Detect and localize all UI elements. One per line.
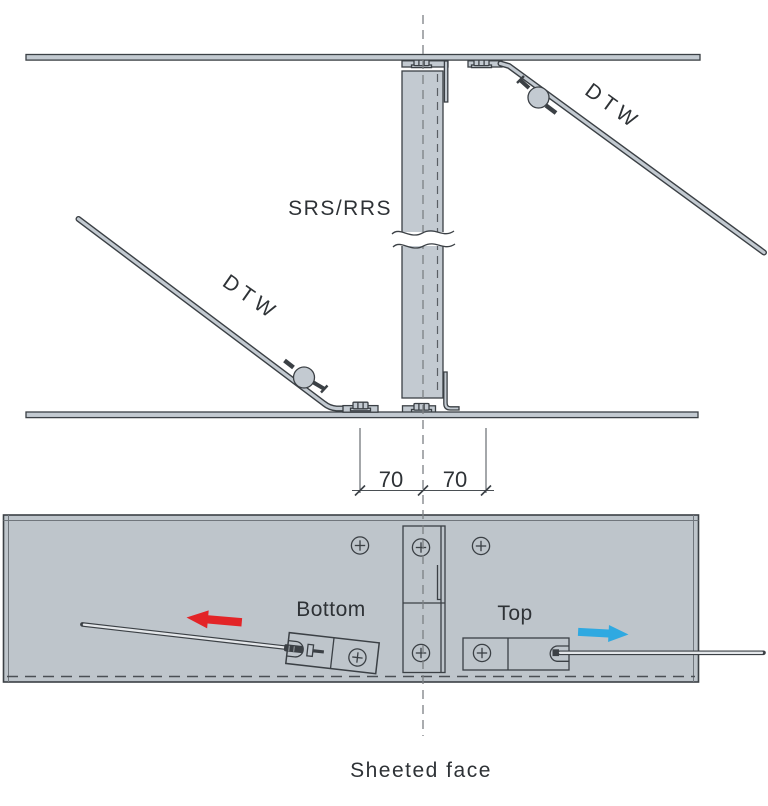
bottom-strap-assembly: [80, 622, 381, 675]
strut-plan-view: [402, 525, 446, 674]
hex-bolt-icon: [410, 402, 433, 413]
bracket-slot: [549, 645, 569, 662]
adjuster-bolt-icon: [306, 643, 315, 658]
dimension-70-right: 70: [443, 467, 467, 492]
dtw-label-left: DTW: [218, 270, 283, 325]
angle-cleat-bottom: [443, 371, 460, 411]
wire-tensioner-icon: [516, 75, 558, 115]
top-direction-arrow-right: [577, 624, 629, 642]
srs-rrs-label: SRS/RRS: [288, 197, 392, 220]
hex-bolt-icon: [349, 401, 372, 412]
top-strap-assembly: [462, 637, 766, 671]
dimension-group: 70 70: [352, 428, 494, 497]
angle-cleat-top: [443, 60, 449, 103]
strut-break-symbol: [391, 230, 456, 249]
bottom-label: Bottom: [296, 598, 366, 621]
wire-tensioner-icon: [283, 358, 329, 394]
bracket-slot: [286, 639, 304, 658]
bottom-direction-arrow-left: [186, 610, 243, 629]
dimension-70-left: 70: [379, 467, 403, 492]
top-rail: [25, 53, 701, 61]
top-label: Top: [497, 602, 532, 625]
sheeted-face-panel: [2, 514, 766, 683]
dtw-strap-left: [75, 216, 379, 413]
sheeted-face-label: Sheeted face: [350, 759, 492, 782]
dtw-strap-right: [497, 60, 767, 256]
top-connection: [401, 58, 503, 103]
